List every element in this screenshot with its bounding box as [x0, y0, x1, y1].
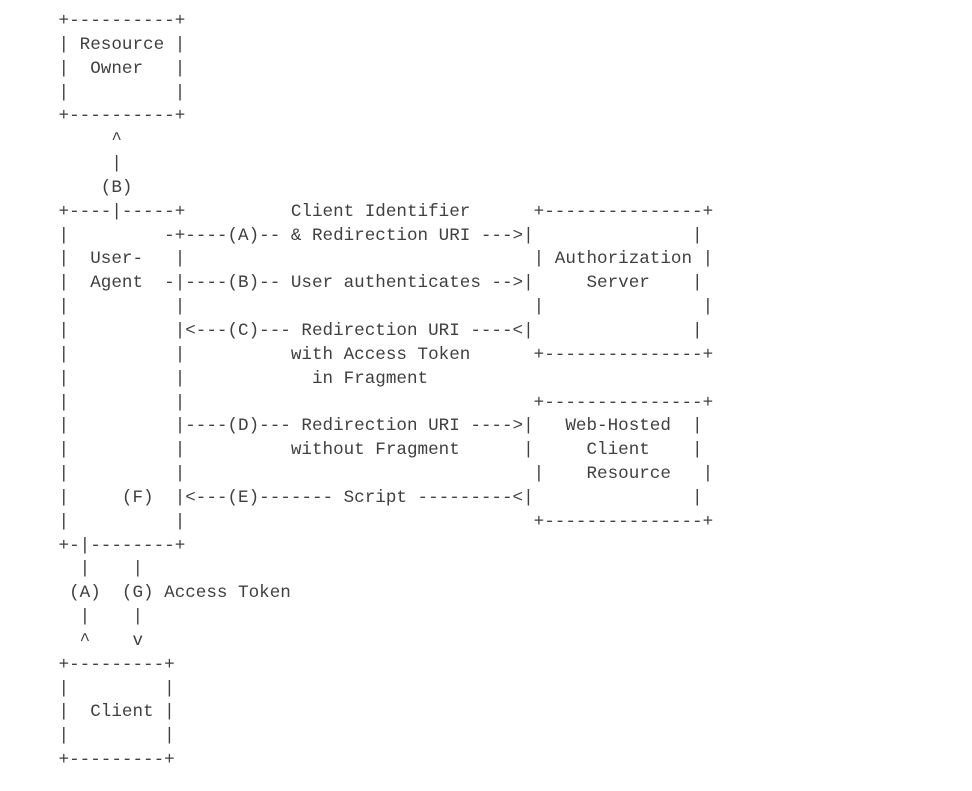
diagram-line: | |	[48, 559, 144, 580]
diagram-line: | | +---------------+	[48, 511, 714, 532]
diagram-line: (A) (G) Access Token	[48, 583, 291, 604]
diagram-line: +-|--------+	[48, 535, 186, 556]
diagram-line: +----|-----+ Client Identifier +--------…	[48, 201, 714, 222]
diagram-line: ^	[48, 130, 122, 151]
diagram-line: | |	[48, 726, 175, 747]
diagram-line: | |<---(C)--- Redirection URI ----<| |	[48, 320, 703, 341]
diagram-line: (B)	[48, 177, 133, 198]
diagram-line: | Client |	[48, 702, 175, 723]
diagram-line: +----------+	[48, 106, 186, 127]
diagram-line: +---------+	[48, 654, 175, 675]
diagram-line: | |----(D)--- Redirection URI ---->| Web…	[48, 416, 703, 437]
diagram-line: | | +---------------+	[48, 392, 714, 413]
diagram-line: ^ v	[48, 630, 144, 651]
diagram-line: | | in Fragment	[48, 368, 429, 389]
diagram-line: | Agent -|----(B)-- User authenticates -…	[48, 273, 703, 294]
diagram-line: | | with Access Token +---------------+	[48, 344, 714, 365]
diagram-line: | Resource |	[48, 34, 186, 55]
diagram-line: | |	[48, 607, 144, 628]
diagram-line: | User- | | Authorization |	[48, 249, 714, 270]
diagram-line: | Owner |	[48, 58, 186, 79]
diagram-line: | |	[48, 82, 186, 103]
diagram-line: | (F) |<---(E)------- Script ---------<|…	[48, 487, 703, 508]
diagram-line: | -+----(A)-- & Redirection URI --->| |	[48, 225, 703, 246]
diagram-line: +---------+	[48, 750, 175, 771]
oauth-implicit-flow-diagram: +----------+ | Resource | | Owner | | | …	[48, 10, 714, 773]
diagram-line: +----------+	[48, 11, 186, 31]
diagram-line: | | | |	[48, 297, 714, 318]
diagram-line: |	[48, 154, 122, 175]
diagram-line: | | | Resource |	[48, 464, 714, 485]
diagram-line: | |	[48, 678, 175, 699]
diagram-line: | | without Fragment | Client |	[48, 440, 703, 461]
